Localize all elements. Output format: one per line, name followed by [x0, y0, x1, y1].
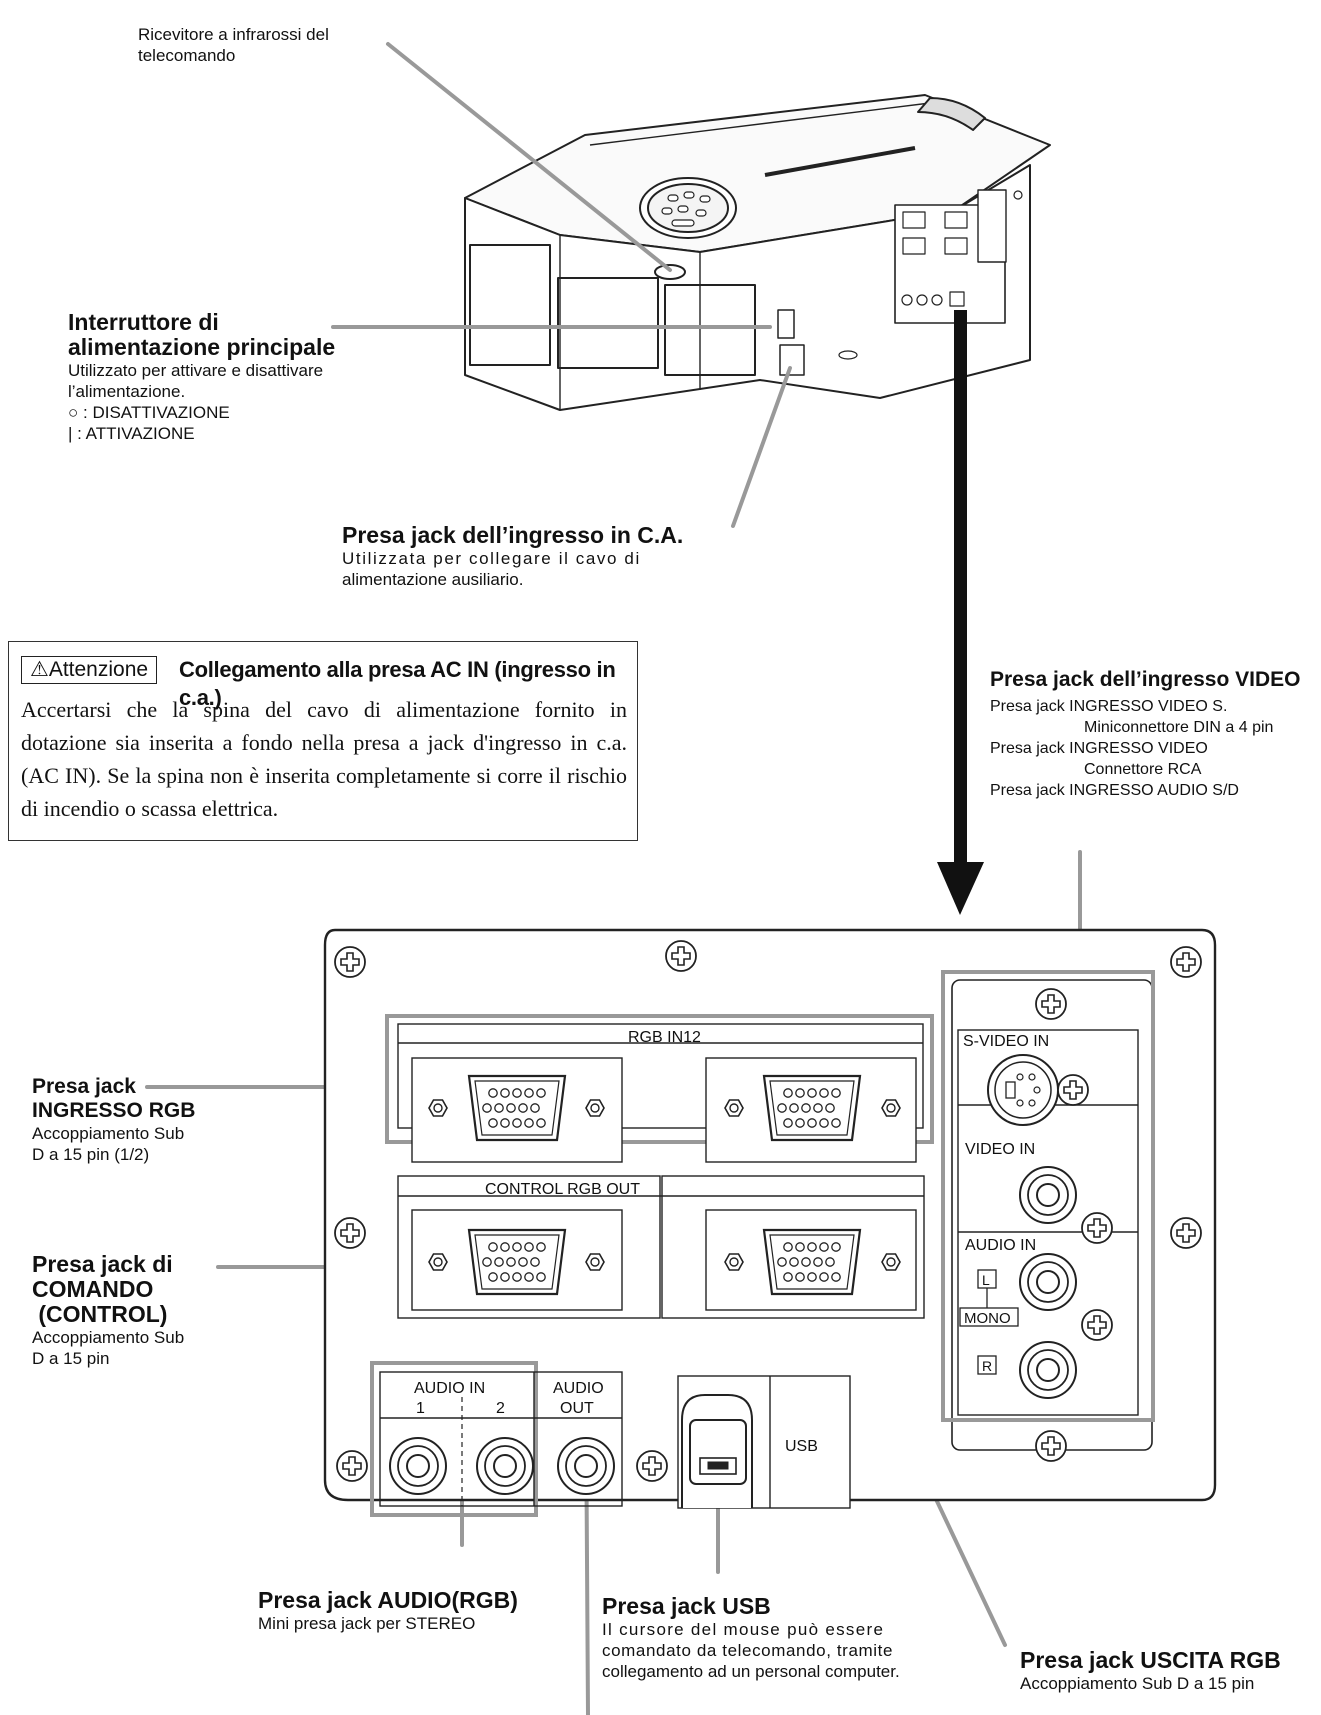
label-rgb-in12: RGB IN12 — [628, 1029, 701, 1046]
callout-control: Presa jack di COMANDO (CONTROL) Accoppia… — [32, 1252, 184, 1369]
warning-title: Collegamento alla presa AC IN (ingresso … — [179, 657, 616, 710]
main-switch-off: ○ : DISATTIVAZIONE — [68, 403, 230, 422]
rgb-in-t2: INGRESSO RGB — [32, 1099, 196, 1122]
label-ch1: 1 — [416, 1400, 425, 1417]
main-switch-on: | : ATTIVAZIONE — [68, 424, 195, 443]
callout-usb: Presa jack USB Il cursore del mouse può … — [602, 1594, 962, 1682]
control-t1: Presa jack di — [32, 1251, 173, 1277]
label-mono: MONO — [964, 1310, 1011, 1327]
callout-rgb-out: Presa jack USCITA RGB Accoppiamento Sub … — [1020, 1648, 1281, 1694]
video-in-l1: Presa jack INGRESSO VIDEO S. — [990, 698, 1228, 715]
audio-rgb-desc: Mini presa jack per STEREO — [258, 1614, 476, 1633]
callout-ac-inlet: Presa jack dell’ingresso in C.A. Utilizz… — [342, 523, 742, 590]
usb-d2: comandato da telecomando, tramite — [602, 1641, 894, 1660]
panel-labels: RGB IN12 CONTROL RGB OUT S-VIDEO IN VIDE… — [414, 1029, 1049, 1455]
callout-rgb-in: Presa jack INGRESSO RGB Accoppiamento Su… — [32, 1075, 195, 1165]
video-in-title: Presa jack dell’ingresso VIDEO — [990, 668, 1301, 691]
projector-illustration — [464, 94, 1051, 411]
ir-receiver-line1: Ricevitore a infrarossi del — [138, 25, 329, 44]
warning-label: ⚠Attenzione — [21, 656, 158, 684]
control-d1: Accoppiamento Sub — [32, 1328, 185, 1347]
video-in-l2: Miniconnettore DIN a 4 pin — [1084, 719, 1274, 736]
ir-receiver-line2: telecomando — [138, 46, 236, 65]
audio-rgb-title: Presa jack AUDIO(RGB) — [258, 1587, 518, 1613]
main-switch-desc1: Utilizzato per attivare e disattivare — [68, 361, 324, 380]
label-r: R — [982, 1358, 992, 1374]
usb-d1: Il cursore del mouse può essere — [602, 1620, 885, 1639]
label-out: OUT — [560, 1400, 594, 1417]
label-video-in: VIDEO IN — [965, 1141, 1035, 1158]
main-switch-title2: alimentazione principale — [68, 334, 336, 360]
main-switch-desc2: l’alimentazione. — [68, 382, 186, 401]
callout-video-in: Presa jack dell’ingresso VIDEO Presa jac… — [990, 668, 1300, 801]
label-audio: AUDIO — [553, 1380, 604, 1397]
ac-inlet-desc1: Utilizzata per collegare il cavo di — [342, 549, 641, 568]
rgb-in-t1: Presa jack — [32, 1075, 136, 1098]
video-in-l3: Presa jack INGRESSO VIDEO — [990, 740, 1208, 757]
warning-body: Accertarsi che la spina del cavo di alim… — [21, 697, 627, 821]
control-t2: COMANDO — [32, 1276, 154, 1302]
callout-ir-receiver: Ricevitore a infrarossi del telecomando — [138, 24, 329, 66]
control-t3: (CONTROL) — [32, 1301, 168, 1327]
ac-inlet-title: Presa jack dell’ingresso in C.A. — [342, 522, 684, 548]
rgb-out-desc: Accoppiamento Sub D a 15 pin — [1020, 1674, 1255, 1693]
label-audio-in-bottom: AUDIO IN — [414, 1380, 485, 1397]
label-ch2: 2 — [496, 1400, 505, 1417]
label-usb: USB — [785, 1438, 818, 1455]
direction-arrow — [937, 310, 984, 915]
warning-box: ⚠Attenzione Collegamento alla presa AC I… — [8, 641, 638, 841]
connector-panel — [323, 928, 1217, 1517]
ac-inlet-desc2: alimentazione ausiliario. — [342, 570, 524, 589]
label-audio-in-right: AUDIO IN — [965, 1237, 1036, 1254]
main-switch-title1: Interruttore di — [68, 309, 219, 335]
callout-audio-rgb: Presa jack AUDIO(RGB) Mini presa jack pe… — [258, 1588, 518, 1634]
label-control-rgb-out: CONTROL RGB OUT — [485, 1181, 640, 1198]
usb-d3: collegamento ad un personal computer. — [602, 1662, 900, 1681]
usb-title: Presa jack USB — [602, 1593, 771, 1619]
callout-main-switch: Interruttore di alimentazione principale… — [68, 310, 335, 444]
video-in-l5: Presa jack INGRESSO AUDIO S/D — [990, 782, 1239, 799]
rgb-in-d2: D a 15 pin (1/2) — [32, 1145, 150, 1164]
label-l: L — [982, 1272, 990, 1288]
video-in-l4: Connettore RCA — [1084, 761, 1202, 778]
rgb-out-title: Presa jack USCITA RGB — [1020, 1647, 1281, 1673]
rgb-in-d1: Accoppiamento Sub — [32, 1124, 185, 1143]
control-d2: D a 15 pin — [32, 1349, 110, 1368]
label-svideo-in: S-VIDEO IN — [963, 1033, 1049, 1050]
